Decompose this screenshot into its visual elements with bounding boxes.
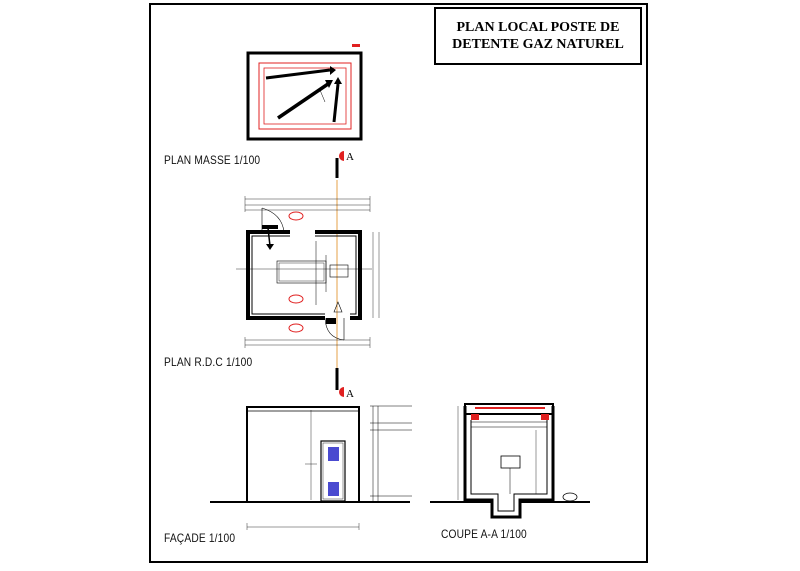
coupe-drawing — [430, 403, 590, 519]
sheet-border — [149, 3, 648, 563]
section-marker-bottom: A — [346, 388, 354, 400]
plan-rdc-label: PLAN R.D.C 1/100 — [164, 355, 253, 369]
plan-masse-label: PLAN MASSE 1/100 — [164, 153, 261, 167]
plan-rdc-drawing — [236, 196, 380, 348]
facade-drawing — [210, 405, 412, 530]
title-block: PLAN LOCAL POSTE DE DETENTE GAZ NATUREL — [434, 7, 642, 65]
section-line — [335, 151, 344, 397]
coupe-label: COUPE A-A 1/100 — [441, 527, 527, 541]
title-line-1: PLAN LOCAL POSTE DE — [456, 20, 620, 35]
plan-masse-drawing — [246, 44, 363, 141]
facade-label: FAÇADE 1/100 — [164, 531, 236, 545]
section-marker-top: A — [346, 151, 354, 163]
title-line-2: DETENTE GAZ NATUREL — [452, 37, 624, 52]
